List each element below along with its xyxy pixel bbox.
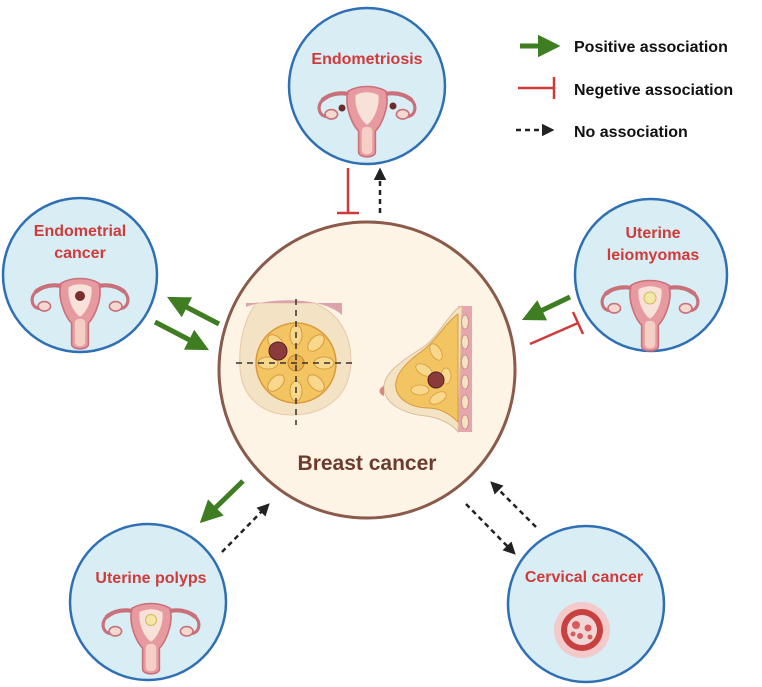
- connector-uterine-leiomyomas: [521, 294, 585, 346]
- connector-endometrial-cancer: [153, 296, 221, 351]
- arrow-leiomyomas-to-breast: [521, 294, 572, 321]
- node-label-uterine-leiomyomas-line1: Uterine: [625, 225, 680, 242]
- legend-negative-label: Negetive association: [574, 82, 733, 99]
- connector-uterine-polyps: [199, 479, 270, 553]
- lesion-dot: [338, 104, 346, 112]
- node-endometriosis: Endometriosis: [287, 6, 447, 166]
- cervix-lesion-icon: [554, 602, 610, 658]
- connectors: [153, 167, 585, 555]
- node-label-endometrial-cancer-line2: cancer: [54, 245, 106, 262]
- fibroid-dot: [643, 291, 657, 305]
- legend: Positive association Negetive associatio…: [516, 34, 733, 141]
- node-cervical-cancer: Cervical cancer: [506, 524, 666, 684]
- dashed-arrow-breast-to-cervical: [465, 503, 516, 555]
- legend-positive: Positive association: [520, 34, 728, 58]
- dashed-arrow-polyps-to-breast: [221, 503, 270, 553]
- center-label: Breast cancer: [298, 452, 437, 475]
- arrow-breast-to-endometrial-cancer: [167, 296, 221, 327]
- legend-none-label: No association: [574, 124, 688, 141]
- connector-endometriosis: [337, 167, 387, 215]
- inhibitor-leiomyomas-to-breast: [529, 321, 579, 346]
- arrow-endometrial-cancer-to-breast: [153, 319, 209, 351]
- legend-none: No association: [516, 123, 688, 141]
- node-endometrial-cancer: Endometrial cancer: [1, 196, 159, 354]
- node-label-uterine-polyps: Uterine polyps: [95, 570, 206, 587]
- node-label-endometrial-cancer-line1: Endometrial: [34, 223, 126, 240]
- tumor-dot: [75, 291, 85, 301]
- arrow-breast-to-uterine-polyps: [199, 479, 245, 524]
- connector-cervical-cancer: [465, 481, 537, 555]
- legend-positive-label: Positive association: [574, 39, 728, 56]
- dashed-arrow-cervical-to-breast: [490, 481, 537, 528]
- center-node-breast-cancer: Breast cancer: [217, 220, 517, 520]
- polyp-dot: [145, 614, 157, 626]
- node-uterine-leiomyomas: Uterine leiomyomas: [573, 197, 729, 351]
- node-label-uterine-leiomyomas-line2: leiomyomas: [607, 247, 700, 264]
- node-label-cervical-cancer: Cervical cancer: [525, 569, 643, 586]
- node-label-endometriosis: Endometriosis: [311, 51, 422, 68]
- node-uterine-polyps: Uterine polyps: [68, 522, 228, 682]
- legend-negative: Negetive association: [518, 77, 733, 99]
